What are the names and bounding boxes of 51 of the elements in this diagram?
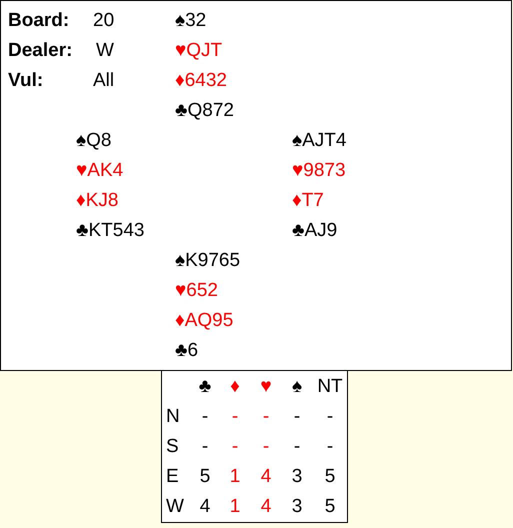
table-cell: - xyxy=(202,406,208,428)
card-holding: ♥652 xyxy=(175,280,218,302)
card-holding: ♥AK4 xyxy=(76,160,124,182)
card-holding: ♠K9765 xyxy=(175,250,240,272)
row-label: S xyxy=(166,436,179,458)
column-header: ♦ xyxy=(230,376,240,398)
card-holding: ♠32 xyxy=(175,10,206,32)
table-cell: - xyxy=(294,436,300,458)
table-cell: - xyxy=(294,406,300,428)
row-label: E xyxy=(166,466,179,488)
table-cell: 5 xyxy=(200,466,210,488)
table-cell: - xyxy=(326,436,334,458)
card-holding: ♣KT543 xyxy=(76,220,144,242)
table-cell: - xyxy=(232,436,238,458)
card-holding: ♦6432 xyxy=(175,70,227,92)
table-cell: 1 xyxy=(230,466,240,488)
column-header: ♥ xyxy=(260,376,272,398)
row-label: W xyxy=(166,496,184,518)
table-cell: 1 xyxy=(230,496,240,518)
column-header: ♣ xyxy=(198,376,212,398)
table-cell: 4 xyxy=(260,496,272,518)
row-label: N xyxy=(166,406,180,428)
table-cell: 5 xyxy=(324,496,336,518)
card-holding: ♦KJ8 xyxy=(76,190,118,212)
card-holding: ♣6 xyxy=(175,340,198,362)
table-cell: - xyxy=(202,436,208,458)
card-holding: ♦T7 xyxy=(292,190,324,212)
field-label: Board: xyxy=(8,10,70,32)
column-header: NT xyxy=(317,376,343,398)
table-cell: - xyxy=(262,406,270,428)
card-holding: ♥QJT xyxy=(175,40,222,62)
field-value: W xyxy=(96,40,114,62)
card-holding: ♣Q872 xyxy=(175,100,234,122)
field-value: All xyxy=(93,70,114,92)
card-holding: ♠AJT4 xyxy=(292,130,346,152)
table-cell: 3 xyxy=(292,496,302,518)
table-cell: - xyxy=(262,436,270,458)
table-cell: 3 xyxy=(292,466,302,488)
field-label: Dealer: xyxy=(8,40,72,62)
card-holding: ♣AJ9 xyxy=(292,220,338,242)
table-cell: - xyxy=(232,406,238,428)
card-holding: ♥9873 xyxy=(292,160,346,182)
table-cell: 4 xyxy=(260,466,272,488)
column-header: ♠ xyxy=(292,376,302,398)
card-holding: ♠Q8 xyxy=(76,130,112,152)
table-cell: 4 xyxy=(200,496,210,518)
field-value: 20 xyxy=(93,10,114,32)
field-label: Vul: xyxy=(8,70,44,92)
table-cell: 5 xyxy=(324,466,336,488)
table-cell: - xyxy=(326,406,334,428)
card-holding: ♦AQ95 xyxy=(175,310,234,332)
